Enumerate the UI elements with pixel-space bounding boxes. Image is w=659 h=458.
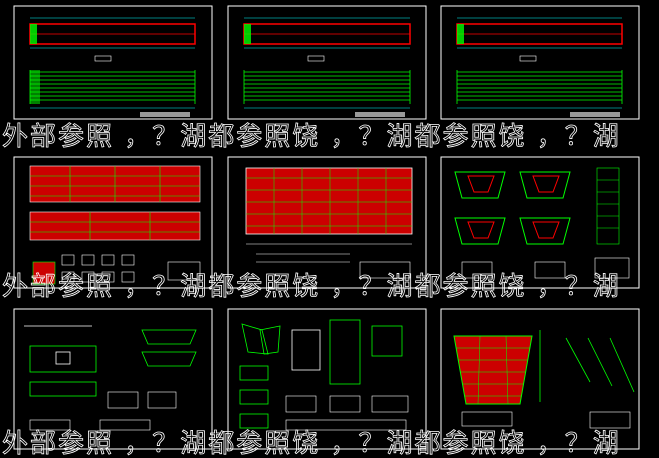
watermark-row-1: 外部参照 ，？湖都参照饶 ，？湖都参照饶 ，？湖 xyxy=(2,122,621,152)
sheet-5-frame xyxy=(227,156,427,289)
sheet-1-drawing xyxy=(29,17,196,117)
sheet-1-frame xyxy=(13,5,213,120)
sheet-7-drawing xyxy=(24,325,197,431)
sheet-5-drawing xyxy=(245,167,413,279)
sheet-frames xyxy=(13,5,640,450)
sheet-6-drawing xyxy=(454,167,630,279)
sheet-3-drawing xyxy=(456,17,623,117)
sheet-6-frame xyxy=(440,156,640,289)
sheet-2-frame xyxy=(227,5,427,120)
sheet-8-frame xyxy=(227,308,427,450)
sheet-3-frame xyxy=(440,5,640,120)
sheet-9-drawing xyxy=(453,330,635,429)
sheet-4-drawing xyxy=(29,165,201,285)
watermark-row-2: 外部参照 ，？湖都参照饶 ，？湖都参照饶 ，？湖 xyxy=(2,272,621,302)
sheet-4-frame xyxy=(13,156,213,289)
sheet-7-frame xyxy=(13,308,213,450)
sheet-8-drawing xyxy=(239,319,409,431)
sheet-9-frame xyxy=(440,308,640,450)
watermark-row-3: 外部参照 ，？湖都参照饶 ，？湖都参照饶 ，？湖 xyxy=(2,429,621,458)
sheet-2-drawing xyxy=(243,17,411,117)
